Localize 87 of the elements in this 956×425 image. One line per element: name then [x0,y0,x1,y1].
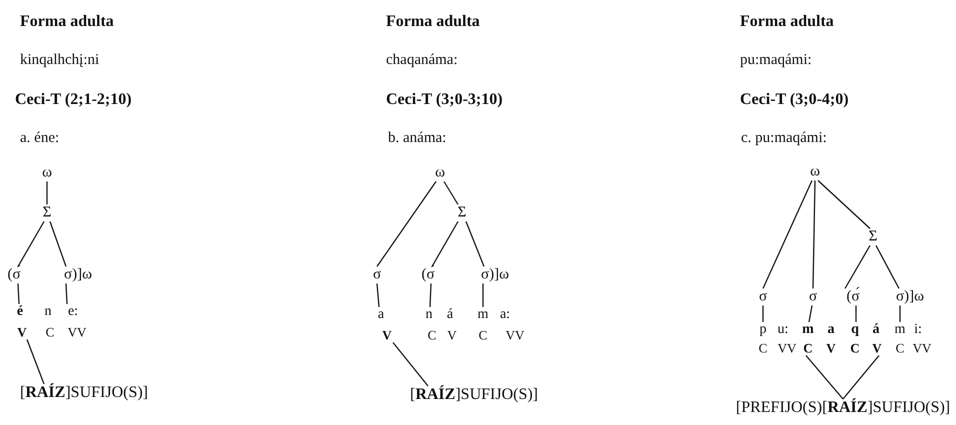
word-form-text: a. éne: [20,130,60,146]
cv-slot-text: C [896,342,904,354]
tree-branch-line [443,181,459,205]
tree-branch-line [65,283,68,304]
segment-text: u: [778,323,788,337]
tree-branch-line [842,355,880,400]
prosodic-node-text: Σ [42,206,52,220]
cv-slot-text: V [826,342,836,354]
tree-branch-line [431,221,459,267]
segment-text: e: [68,305,78,319]
prosodic-node-text: ω [810,164,820,180]
tree-branch-line [844,245,871,289]
tree-branch-line [465,221,485,267]
segment-text: i: [914,323,922,337]
segment-text: q [851,323,859,337]
morpheme-structure-text: [PREFIJO(S)[RAÍZ]SUFIJO(S)] [736,400,950,416]
heading-text: Forma adulta [20,13,114,31]
heading-text: Ceci-T (3;0-3;10) [386,91,503,109]
segment-text: m [478,308,488,322]
tree-branch-line [429,283,432,308]
heading-text: Ceci-T (2;1-2;10) [15,91,132,109]
cv-slot-text: V [447,328,457,342]
tree-branch-line [812,180,816,289]
cv-slot-text: C [803,342,813,354]
segment-text: a [828,323,834,337]
segment-text: p [760,323,766,337]
tree-branch-line [762,306,764,322]
tree-branch-line [762,180,813,289]
cv-slot-text: C [478,328,488,342]
prosodic-node-text: σ [372,268,382,282]
tree-branch-line [26,339,45,384]
prosodic-node-text: Σ [458,206,466,220]
tree-branch-line [46,182,48,204]
tree-branch-line [392,342,428,386]
heading-text: Forma adulta [740,13,834,31]
prosodic-node-text: Σ [868,230,878,244]
tree-branch-line [806,355,844,400]
heading-text: Ceci-T (3;0-4;0) [740,91,849,109]
prosodic-node-text: σ)]ω [896,290,924,304]
segment-text: á [446,308,454,322]
tree-branch-line [482,284,484,307]
segment-text: á [872,323,880,337]
cv-slot-text: C [850,342,860,354]
cv-slot-text: V [872,342,882,354]
segment-text: n [426,308,432,322]
word-form-text: pu:maqámi: [740,52,812,68]
cv-slot-text: VV [68,326,86,338]
morpheme-structure-text: [RAÍZ]SUFIJO(S)] [20,385,148,401]
prosodic-node-text: σ [758,290,768,304]
cv-slot-text: C [428,328,436,342]
word-form-text: b. anáma: [388,130,446,146]
prosodic-node-text: (σ́ [421,268,435,282]
tree-branch-line [808,305,813,322]
tree-branch-line [855,306,857,322]
cv-slot-text: VV [506,328,524,342]
prosodic-node-text: (σ́ [846,290,860,304]
word-form-text: kinqalhchį:ni [20,52,100,68]
tree-branch-line [49,221,67,267]
prosodic-node-text: ω [42,166,52,180]
tree-branch-line [875,245,900,289]
cv-slot-text: VV [778,342,796,354]
prosodic-node-text: (σ́ [7,268,21,282]
segment-text: n [44,305,52,319]
cv-slot-text: V [382,328,392,342]
tree-branch-line [17,221,45,267]
cv-slot-text: C [46,326,54,338]
prosodic-node-text: ω [435,166,445,180]
prosodic-node-text: σ [808,290,818,304]
prosodic-node-text: σ)]ω [64,268,92,282]
tree-branch-line [818,180,870,229]
morpheme-structure-text: [RAÍZ]SUFIJO(S)] [410,387,538,403]
cv-slot-text: C [758,342,768,354]
segment-text: m [802,323,814,337]
word-form-text: chaqanáma: [386,52,458,68]
tree-branch-line [17,283,20,304]
tree-branch-line [376,181,436,267]
cv-slot-text: V [17,326,27,338]
tree-branch-line [899,306,901,322]
segment-text: a: [500,308,510,322]
prosodic-node-text: σ)]ω [481,268,509,282]
segment-text: a [378,308,384,322]
tree-branch-line [376,283,380,308]
heading-text: Forma adulta [386,13,480,31]
cv-slot-text: VV [912,342,932,354]
word-form-text: c. pu:maqámi: [741,130,827,146]
segment-text: é [16,305,24,319]
segment-text: m [894,323,906,337]
